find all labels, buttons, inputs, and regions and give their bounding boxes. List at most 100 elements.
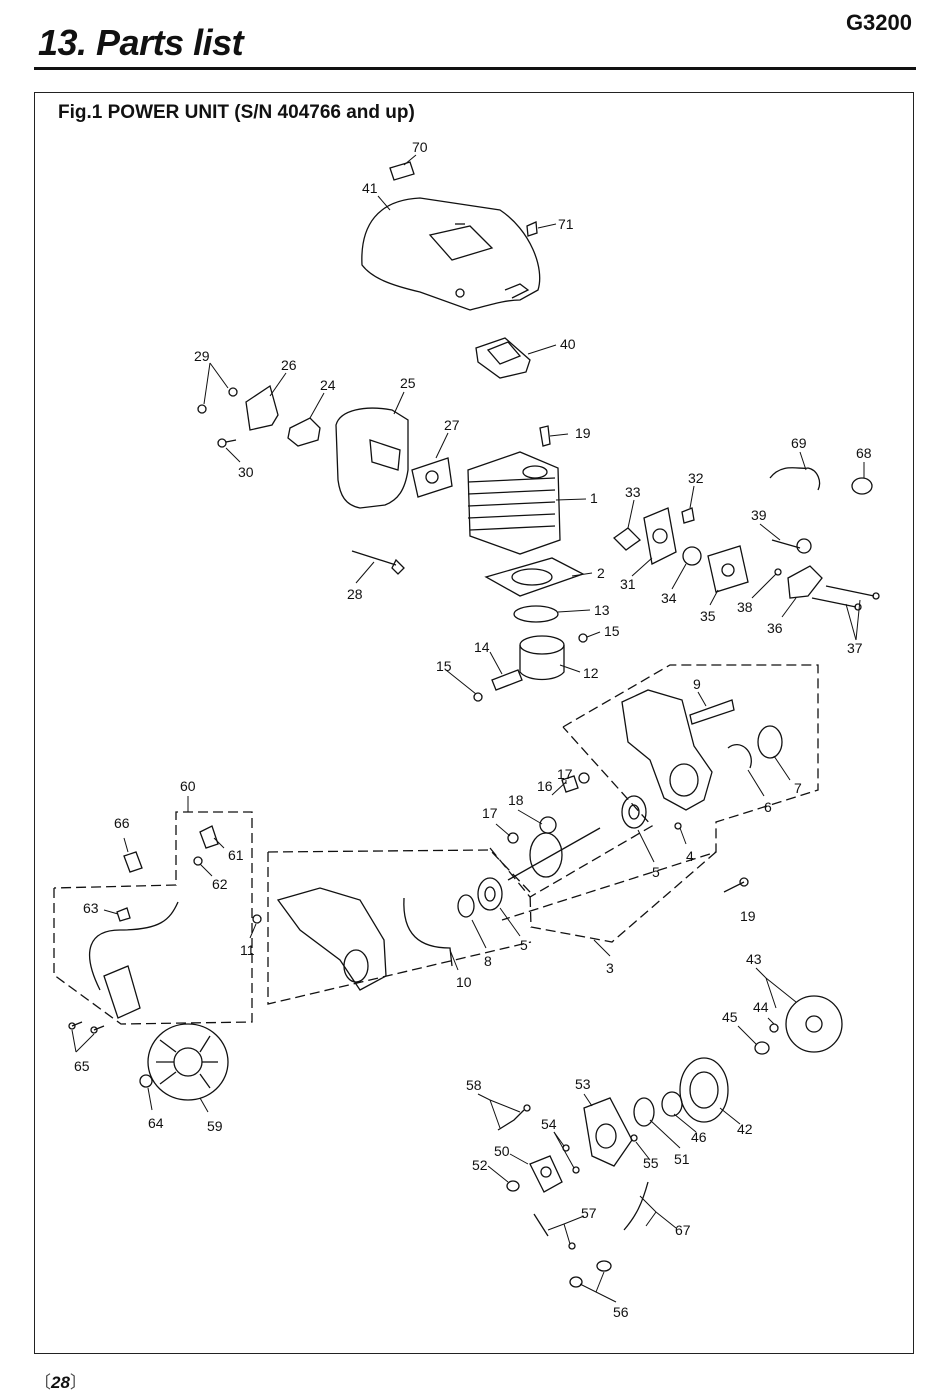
- callout-8: 8: [484, 953, 492, 969]
- right-crankcase: [621, 689, 713, 811]
- callout-29: 29: [194, 348, 210, 364]
- part-12-piston: [519, 635, 565, 681]
- page-title: 13. Parts list: [38, 22, 244, 63]
- part-35-carburetor: [707, 545, 749, 593]
- part-65-screws: [68, 1021, 105, 1034]
- part-27-gasket: [411, 457, 453, 498]
- part-10-gasket: [403, 897, 453, 967]
- callout-3: 3: [606, 960, 614, 976]
- callout-9: 9: [693, 676, 701, 692]
- crankcase-group-outline: [267, 664, 819, 1005]
- left-crankcase: [276, 887, 387, 991]
- part-34-gasket: [682, 546, 702, 566]
- part-14-piston-pin: [491, 669, 523, 691]
- part-59-flywheel: [147, 1023, 229, 1101]
- ignition-group-outline: [53, 811, 253, 1025]
- part-51-washer: [633, 1097, 655, 1127]
- callout-50: 50: [494, 1143, 510, 1159]
- callout-37: 37: [847, 640, 863, 656]
- callout-63: 63: [83, 900, 99, 916]
- part-58-oil-line: [497, 1104, 531, 1131]
- callout-62: 62: [212, 876, 228, 892]
- callout-26: 26: [281, 357, 297, 373]
- part-43-clutch: [785, 995, 843, 1053]
- part-26-bracket: [245, 384, 279, 431]
- callout-59: 59: [207, 1118, 223, 1134]
- part-69-fuel-line: [769, 467, 821, 491]
- callout-35: 35: [700, 608, 716, 624]
- part-71-sticker: [526, 221, 538, 237]
- part-39-choke-knob: [771, 538, 812, 554]
- page-number-value: 28: [51, 1373, 70, 1392]
- callout-58: 58: [466, 1077, 482, 1093]
- model-code: G3200: [845, 10, 912, 35]
- ignition-coil: [103, 965, 141, 1019]
- callout-71: 71: [558, 216, 574, 232]
- part-6-circlip: [727, 744, 752, 769]
- callout-19: 19: [575, 425, 591, 441]
- title-rule: [34, 67, 916, 70]
- part-18-crankshaft: [507, 816, 601, 881]
- callout-24: 24: [320, 377, 336, 393]
- callout-5-left: 5: [520, 937, 528, 953]
- part-19-bolt-upper: [539, 425, 551, 447]
- callout-17-upper: 17: [557, 766, 573, 782]
- part-46-bearing: [661, 1091, 683, 1117]
- part-19-bolt-lower: [723, 877, 749, 893]
- part-29-nuts: [197, 387, 238, 414]
- callout-52: 52: [472, 1157, 488, 1173]
- callout-38: 38: [737, 599, 753, 615]
- callout-16: 16: [537, 778, 553, 794]
- part-25-muffler: [335, 407, 409, 509]
- callout-68: 68: [856, 445, 872, 461]
- part-16-needle-bearing: [561, 775, 579, 793]
- part-61-plug-cap: [199, 825, 219, 849]
- callout-55: 55: [643, 1155, 659, 1171]
- part-31-insulator: [643, 507, 677, 565]
- callout-33: 33: [625, 484, 641, 500]
- part-68-fuel-filter: [851, 477, 873, 495]
- part-33-gasket: [612, 527, 642, 551]
- callout-66: 66: [114, 815, 130, 831]
- part-17-washer-b: [507, 832, 519, 844]
- part-44-spring: [769, 1023, 779, 1033]
- callout-10: 10: [456, 974, 472, 990]
- callout-53: 53: [575, 1076, 591, 1092]
- callout-51: 51: [674, 1151, 690, 1167]
- callout-17-lower: 17: [482, 805, 498, 821]
- callout-1: 1: [590, 490, 598, 506]
- callout-15-left: 15: [436, 658, 452, 674]
- callout-13: 13: [594, 602, 610, 618]
- part-15-clip-a: [473, 692, 483, 702]
- callout-56: 56: [613, 1304, 629, 1320]
- callout-5-right: 5: [652, 864, 660, 880]
- part-38-screw: [774, 568, 782, 576]
- figure-title: Fig.1 POWER UNIT (S/N 404766 and up): [58, 102, 415, 123]
- part-40-air-filter: [475, 337, 531, 379]
- callout-11: 11: [240, 942, 255, 958]
- part-24-screen: [287, 417, 321, 447]
- callout-18: 18: [508, 792, 524, 808]
- part-5-bearing-left: [477, 877, 503, 911]
- callout-44: 44: [753, 999, 769, 1015]
- part-55-screw: [630, 1134, 638, 1142]
- callout-4: 4: [686, 848, 694, 864]
- part-36-air-cleaner-base: [787, 565, 823, 599]
- part-11-dowel: [252, 914, 262, 924]
- callout-67: 67: [675, 1222, 691, 1238]
- part-7-oil-seal: [757, 725, 783, 759]
- callout-46: 46: [691, 1129, 707, 1145]
- callout-45: 45: [722, 1009, 738, 1025]
- callout-labels: 70 41 71 40 29 26 24 25 27 19 30 1 69 68…: [74, 139, 872, 1320]
- part-2-gasket: [484, 557, 585, 597]
- callout-12: 12: [583, 665, 599, 681]
- callout-27: 27: [444, 417, 460, 433]
- callout-14: 14: [474, 639, 490, 655]
- part-42-clutch-drum: [679, 1057, 729, 1123]
- part-70-sticker: [389, 161, 415, 181]
- part-64-nut: [139, 1074, 153, 1088]
- part-1-cylinder: [467, 451, 561, 555]
- part-53-cover: [583, 1097, 633, 1167]
- part-5-bearing-right: [621, 795, 647, 829]
